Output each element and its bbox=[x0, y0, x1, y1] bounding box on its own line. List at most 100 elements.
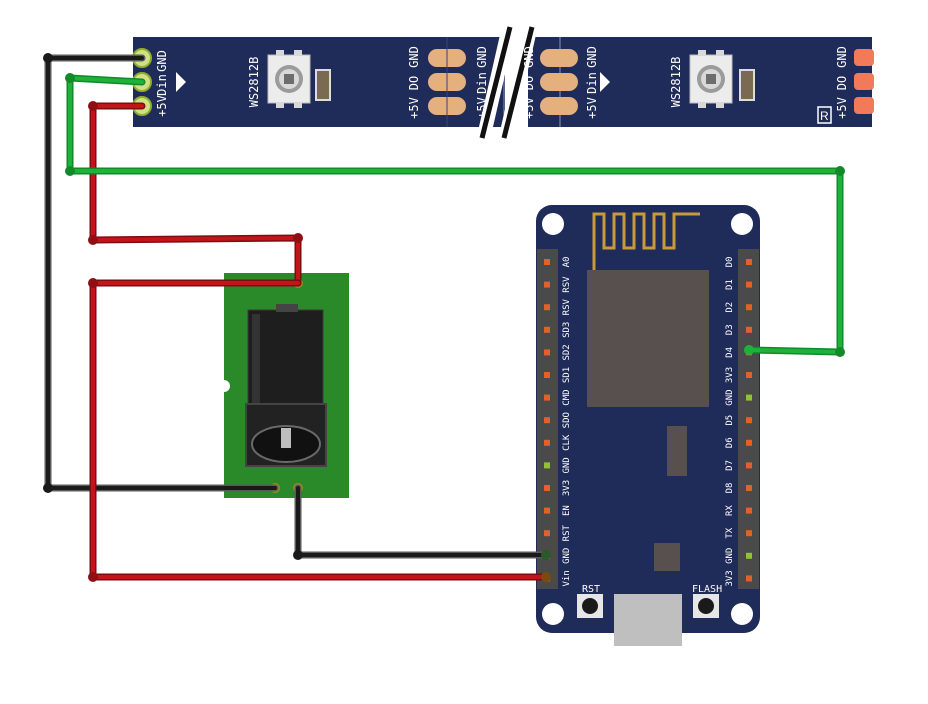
right-pin-label-9: D7 bbox=[725, 460, 735, 471]
jack-center-pin bbox=[281, 428, 291, 448]
right-pin-0[interactable] bbox=[746, 259, 752, 265]
right-pin-label-0: D0 bbox=[725, 257, 735, 268]
barrel-jack-module bbox=[218, 273, 349, 498]
left-pin-11[interactable] bbox=[544, 507, 550, 514]
flash-label: FLASH bbox=[692, 584, 722, 595]
led-chip-2: WS2812B bbox=[669, 50, 755, 108]
left-pin-3[interactable] bbox=[544, 326, 550, 333]
left-pin-1[interactable] bbox=[544, 281, 550, 288]
led-chip-1: WS2812B bbox=[247, 50, 331, 108]
right-pin-label-3: D3 bbox=[725, 324, 735, 335]
left-pin-label-0: A0 bbox=[562, 257, 572, 268]
right-pin-label-7: D5 bbox=[725, 415, 735, 426]
left-pin-4[interactable] bbox=[544, 349, 550, 356]
right-pin-2[interactable] bbox=[746, 304, 752, 311]
right-pin-6[interactable] bbox=[746, 394, 752, 401]
left-pin-8[interactable] bbox=[544, 439, 550, 446]
strip-out-pad-do[interactable] bbox=[854, 73, 874, 90]
left-pin-9[interactable] bbox=[544, 462, 550, 469]
strip-label-do-2: DO bbox=[522, 76, 536, 90]
wires bbox=[43, 53, 845, 582]
right-pin-13[interactable] bbox=[746, 552, 752, 559]
right-pin-8[interactable] bbox=[746, 439, 752, 446]
mount-hole-br bbox=[731, 603, 753, 625]
right-pin-9[interactable] bbox=[746, 462, 752, 469]
strip-label-5v-out-2: +5V bbox=[522, 97, 536, 119]
strip-cut-pads-left bbox=[428, 37, 466, 127]
left-pin-label-6: CMD bbox=[562, 389, 572, 405]
mount-hole-tl bbox=[542, 213, 564, 235]
left-pin-5[interactable] bbox=[544, 372, 550, 378]
strip-output-pads bbox=[854, 49, 874, 114]
left-pin-label-12: RST bbox=[562, 524, 572, 541]
strip-direction-arrow-icon-2 bbox=[600, 72, 610, 92]
strip-break-marker bbox=[476, 26, 538, 140]
strip-out-pad-5v[interactable] bbox=[854, 97, 874, 114]
wire-jack-gnd-to-board[interactable] bbox=[294, 484, 550, 559]
capacitor-2 bbox=[739, 69, 755, 101]
left-pin-12[interactable] bbox=[544, 530, 550, 537]
usb-chip bbox=[654, 543, 680, 571]
right-pin-label-14: 3V3 bbox=[725, 570, 735, 586]
right-pin-10[interactable] bbox=[746, 485, 752, 491]
rst-button[interactable] bbox=[582, 598, 598, 614]
left-pin-2[interactable] bbox=[544, 304, 550, 311]
led-chip-label-1: WS2812B bbox=[247, 57, 261, 108]
led-strip: GND Din +5V WS2812B GND DO +5V bbox=[132, 26, 874, 140]
esp-module-shield bbox=[587, 270, 709, 407]
nodemcu-board: A0RSVRSVSD3SD2SD1CMDSDOCLKGND3V3ENRSTGND… bbox=[536, 205, 760, 646]
left-pin-6[interactable] bbox=[544, 394, 550, 401]
strip-direction-arrow-icon bbox=[176, 72, 186, 92]
strip-label-din-in: Din bbox=[155, 74, 169, 96]
left-pin-label-2: RSV bbox=[562, 298, 572, 315]
right-pin-label-4: D4 bbox=[725, 347, 735, 358]
right-pin-7[interactable] bbox=[746, 417, 752, 424]
strip-label-gnd-out-3: GND bbox=[835, 46, 849, 68]
right-pin-label-12: TX bbox=[725, 527, 735, 538]
strip-cut-pads-right bbox=[540, 49, 578, 115]
strip-label-din-2: Din bbox=[475, 72, 489, 94]
strip-label-5v-out-3: +5V bbox=[835, 97, 849, 119]
fritzing-logo-text: R bbox=[820, 109, 829, 123]
left-pin-label-4: SD2 bbox=[562, 344, 572, 360]
wire-strip-5v-to-jack[interactable] bbox=[89, 102, 302, 287]
left-pin-label-14: Vin bbox=[562, 570, 572, 586]
left-pin-7[interactable] bbox=[544, 417, 550, 424]
strip-label-gnd-out-1: GND bbox=[407, 46, 421, 68]
left-pin-label-5: SD1 bbox=[562, 367, 572, 383]
right-pin-1[interactable] bbox=[746, 281, 752, 288]
right-pin-3[interactable] bbox=[746, 326, 752, 333]
right-pin-label-13: GND bbox=[725, 548, 735, 564]
jack-body bbox=[247, 309, 324, 411]
strip-label-gnd-in-3: GND bbox=[585, 46, 599, 68]
fritzing-logo: R bbox=[817, 106, 832, 124]
right-pin-label-1: D1 bbox=[725, 279, 735, 290]
right-pin-label-8: D6 bbox=[725, 437, 735, 448]
left-pin-label-9: GND bbox=[562, 457, 572, 473]
rst-label: RST bbox=[582, 584, 600, 595]
right-pin-14[interactable] bbox=[746, 575, 752, 582]
right-pin-label-11: RX bbox=[725, 505, 735, 516]
right-pin-5[interactable] bbox=[746, 372, 752, 378]
strip-label-do-1: DO bbox=[407, 76, 421, 90]
strip-label-do-3: DO bbox=[835, 76, 849, 90]
usb-connector[interactable] bbox=[614, 594, 682, 646]
left-pin-10[interactable] bbox=[544, 485, 550, 491]
left-pin-label-7: SDO bbox=[562, 412, 572, 428]
right-pin-label-6: GND bbox=[725, 389, 735, 405]
strip-label-gnd-in-2: GND bbox=[475, 46, 489, 68]
strip-label-gnd-out-2: GND bbox=[522, 46, 536, 68]
left-pin-0[interactable] bbox=[544, 259, 550, 265]
flash-button[interactable] bbox=[698, 598, 714, 614]
strip-out-pad-gnd[interactable] bbox=[854, 49, 874, 66]
strip-label-gnd-in: GND bbox=[155, 50, 169, 72]
left-pin-label-11: EN bbox=[562, 505, 572, 516]
right-pin-12[interactable] bbox=[746, 530, 752, 537]
right-pin-label-5: 3V3 bbox=[725, 367, 735, 383]
right-pin-11[interactable] bbox=[746, 507, 752, 514]
left-pin-label-8: CLK bbox=[562, 434, 572, 451]
left-pin-label-3: SD3 bbox=[562, 322, 572, 338]
right-pin-label-2: D2 bbox=[725, 302, 735, 313]
